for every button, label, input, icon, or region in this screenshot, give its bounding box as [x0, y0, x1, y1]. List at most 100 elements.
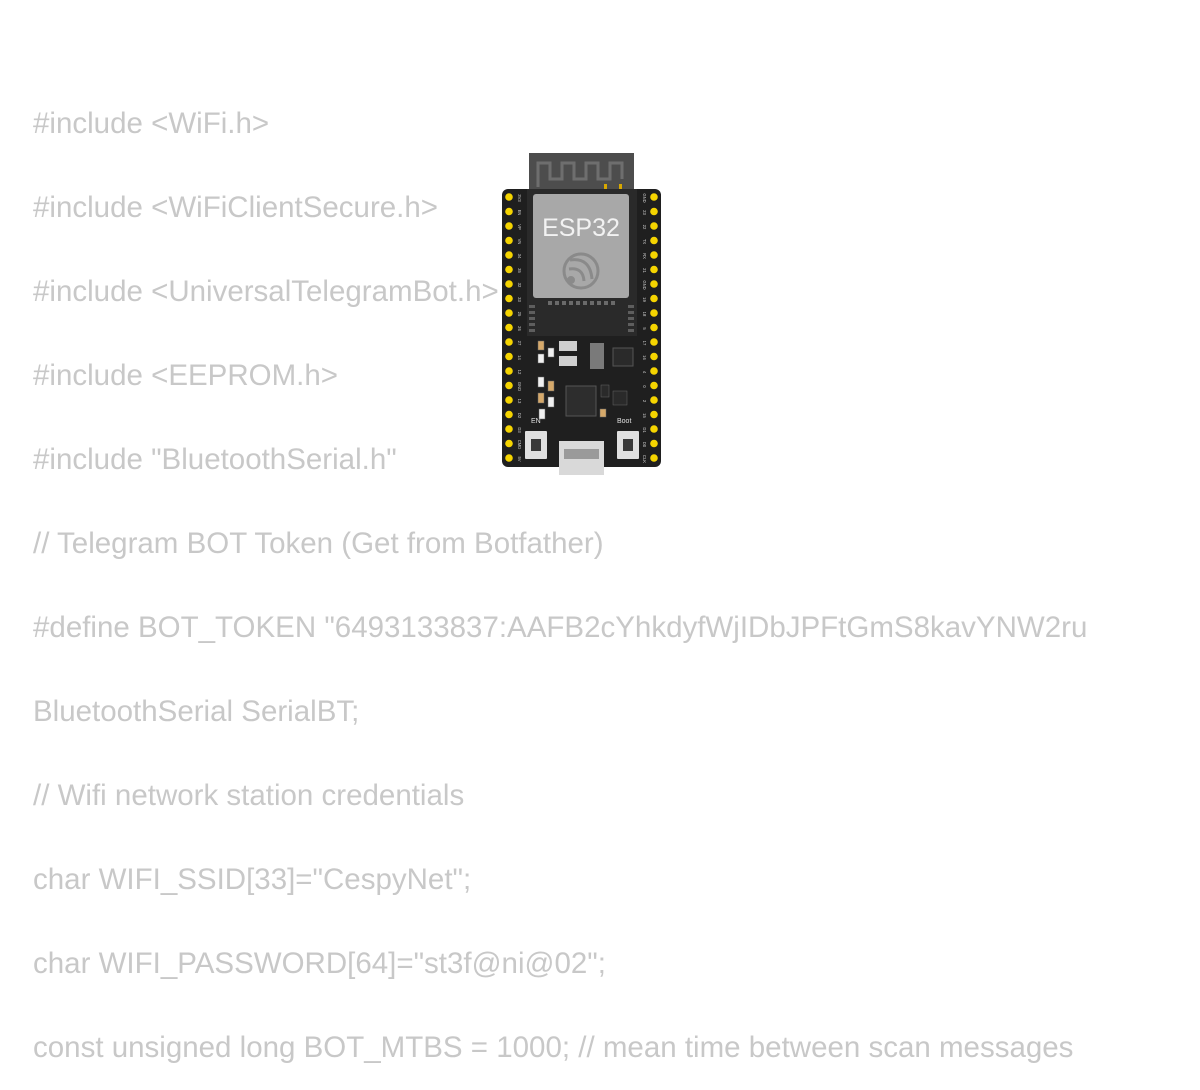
en-label: EN	[531, 418, 541, 425]
code-line: const unsigned long BOT_MTBS = 1000; // …	[33, 1031, 1074, 1064]
left-pin-gnd[interactable]	[505, 381, 513, 390]
left-pin-25[interactable]	[505, 309, 513, 317]
left-pin-label: EN	[517, 210, 522, 216]
left-pin-27[interactable]	[505, 338, 513, 346]
right-pin-21[interactable]	[650, 265, 658, 274]
module-pad	[576, 301, 580, 305]
left-pin-label: 26	[517, 326, 522, 331]
right-pin-label: 4	[642, 371, 647, 374]
left-pin-label: 35	[517, 268, 522, 273]
right-pin-4[interactable]	[650, 367, 658, 375]
smd-component	[547, 380, 555, 392]
left-pin-label: 13	[517, 399, 522, 404]
right-pin-23[interactable]	[650, 207, 658, 216]
left-pin-label: 3V3	[517, 194, 522, 202]
right-pin-5[interactable]	[650, 323, 658, 332]
right-pin-label: 23	[642, 210, 647, 215]
code-line: #define BOT_TOKEN "6493133837:AAFB2cYhkd…	[33, 611, 1088, 644]
smd-component	[599, 408, 607, 418]
module-pad	[548, 301, 552, 305]
left-pin-d3[interactable]	[505, 425, 513, 433]
right-pin-label: 16	[642, 355, 647, 360]
right-pin-2[interactable]	[650, 396, 658, 404]
left-pin-cmd[interactable]	[505, 439, 513, 448]
module-pad	[529, 317, 535, 320]
right-pin-0[interactable]	[650, 381, 658, 390]
code-line: #include <WiFi.h>	[33, 107, 270, 140]
right-pin-gnd[interactable]	[650, 280, 658, 288]
module-pad	[529, 311, 535, 314]
right-pin-gnd[interactable]	[650, 193, 658, 201]
module-pad	[628, 329, 634, 332]
antenna	[529, 153, 634, 191]
smd-components	[537, 340, 628, 420]
left-pin-label: VP	[517, 224, 522, 230]
left-pin-label: 14	[517, 355, 522, 360]
left-pin-vn[interactable]	[505, 236, 513, 245]
module-pad	[555, 301, 559, 305]
left-pin-label: 25	[517, 312, 522, 317]
left-pin-34[interactable]	[505, 251, 513, 259]
code-line: // Telegram BOT Token (Get from Botfathe…	[33, 527, 604, 560]
esp32-board-graphic: ESP32 EN Boot 3V3ENVPVN34353233252627141…	[502, 153, 661, 475]
left-pin-en[interactable]	[505, 207, 513, 216]
right-pin-d1[interactable]	[650, 425, 658, 433]
module-pad	[597, 301, 601, 305]
module-pad	[569, 301, 573, 305]
left-pin-label: CMD	[517, 440, 522, 450]
right-pin-19[interactable]	[650, 294, 658, 303]
left-pin-vp[interactable]	[505, 222, 513, 230]
left-pin-5v[interactable]	[505, 454, 513, 462]
right-pin-label: TX	[642, 239, 647, 245]
left-pin-label: 27	[517, 341, 522, 346]
right-pin-22[interactable]	[650, 222, 658, 230]
right-pin-label: 5	[642, 327, 647, 330]
left-pin-label: VN	[517, 239, 522, 245]
right-pin-d0[interactable]	[650, 439, 658, 448]
left-pin-d2[interactable]	[505, 410, 513, 419]
right-pin-16[interactable]	[650, 352, 658, 361]
module-pad	[628, 317, 634, 320]
antenna-trace	[536, 161, 624, 187]
smd-component	[547, 396, 555, 408]
right-pin-18[interactable]	[650, 309, 658, 317]
left-pin-33[interactable]	[505, 294, 513, 303]
right-pin-label: 15	[642, 413, 647, 418]
usb-uart-chip	[565, 385, 597, 417]
left-pin-26[interactable]	[505, 323, 513, 332]
code-line: BluetoothSerial SerialBT;	[33, 695, 360, 728]
right-pin-label: 18	[642, 312, 647, 317]
left-pin-3v3[interactable]	[505, 193, 513, 201]
code-line: // Wifi network station credentials	[33, 779, 465, 812]
right-pin-label: 19	[642, 297, 647, 302]
right-pin-label: GND	[642, 193, 647, 202]
right-pin-tx[interactable]	[650, 236, 658, 245]
code-line: #include <WiFiClientSecure.h>	[33, 191, 439, 224]
boot-label: Boot	[617, 418, 631, 425]
left-pin-32[interactable]	[505, 280, 513, 288]
module-pad	[529, 305, 535, 308]
left-pin-12[interactable]	[505, 367, 513, 375]
smd-component	[537, 392, 545, 404]
code-line: #include "BluetoothSerial.h"	[33, 443, 397, 476]
metal-shield	[533, 194, 629, 298]
left-pin-14[interactable]	[505, 352, 513, 361]
right-pin-17[interactable]	[650, 338, 658, 346]
left-pin-label: 34	[517, 254, 522, 259]
module-pad	[604, 301, 608, 305]
module-pad	[562, 301, 566, 305]
module-pad	[628, 311, 634, 314]
right-pin-15[interactable]	[650, 410, 658, 419]
left-pin-13[interactable]	[505, 396, 513, 404]
smd-component	[537, 340, 545, 351]
right-pin-clk[interactable]	[650, 454, 658, 462]
module-pad	[529, 329, 535, 332]
code-line: #include <EEPROM.h>	[33, 359, 338, 392]
right-pin-label: RX	[642, 253, 647, 259]
module-pad	[583, 301, 587, 305]
right-pin-rx[interactable]	[650, 251, 658, 259]
left-pin-label: 5V	[517, 456, 522, 461]
left-pin-35[interactable]	[505, 265, 513, 274]
left-pin-label: 12	[517, 370, 522, 375]
